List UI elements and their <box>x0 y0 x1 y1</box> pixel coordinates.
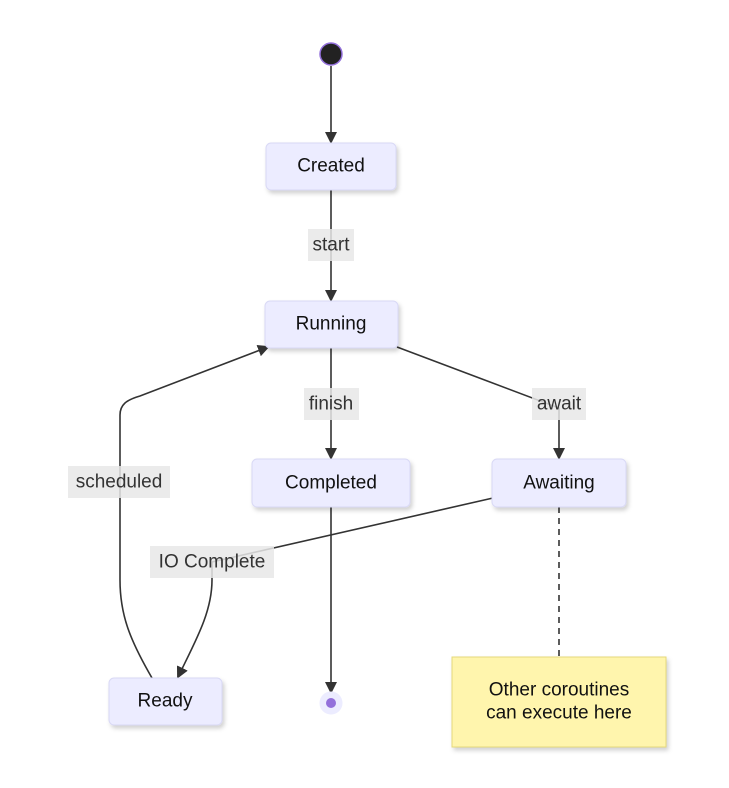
note-line-2: can execute here <box>486 703 632 724</box>
label-finish: finish <box>304 388 359 420</box>
state-running: Running <box>264 300 399 349</box>
state-ready: Ready <box>108 677 223 726</box>
svg-text:start: start <box>313 235 351 256</box>
state-created-label: Created <box>297 156 365 177</box>
state-running-label: Running <box>296 314 367 335</box>
edge-awaiting-to-ready <box>176 497 494 679</box>
label-io-complete: IO Complete <box>150 546 274 578</box>
note-line-1: Other coroutines <box>489 680 629 701</box>
start-node <box>319 42 343 66</box>
svg-text:IO Complete: IO Complete <box>159 552 266 573</box>
svg-text:await: await <box>537 394 582 415</box>
state-created: Created <box>265 142 397 191</box>
svg-text:scheduled: scheduled <box>76 472 163 493</box>
end-node <box>319 691 343 715</box>
state-completed-label: Completed <box>285 473 377 494</box>
state-completed: Completed <box>251 458 411 508</box>
svg-text:finish: finish <box>309 394 353 415</box>
label-scheduled: scheduled <box>68 466 170 498</box>
label-start: start <box>308 229 354 261</box>
label-await: await <box>532 388 586 420</box>
state-awaiting: Awaiting <box>491 458 627 508</box>
note-box: Other coroutines can execute here <box>451 656 667 748</box>
state-ready-label: Ready <box>138 691 193 712</box>
edge-ready-to-running <box>119 344 270 679</box>
state-awaiting-label: Awaiting <box>523 473 594 494</box>
